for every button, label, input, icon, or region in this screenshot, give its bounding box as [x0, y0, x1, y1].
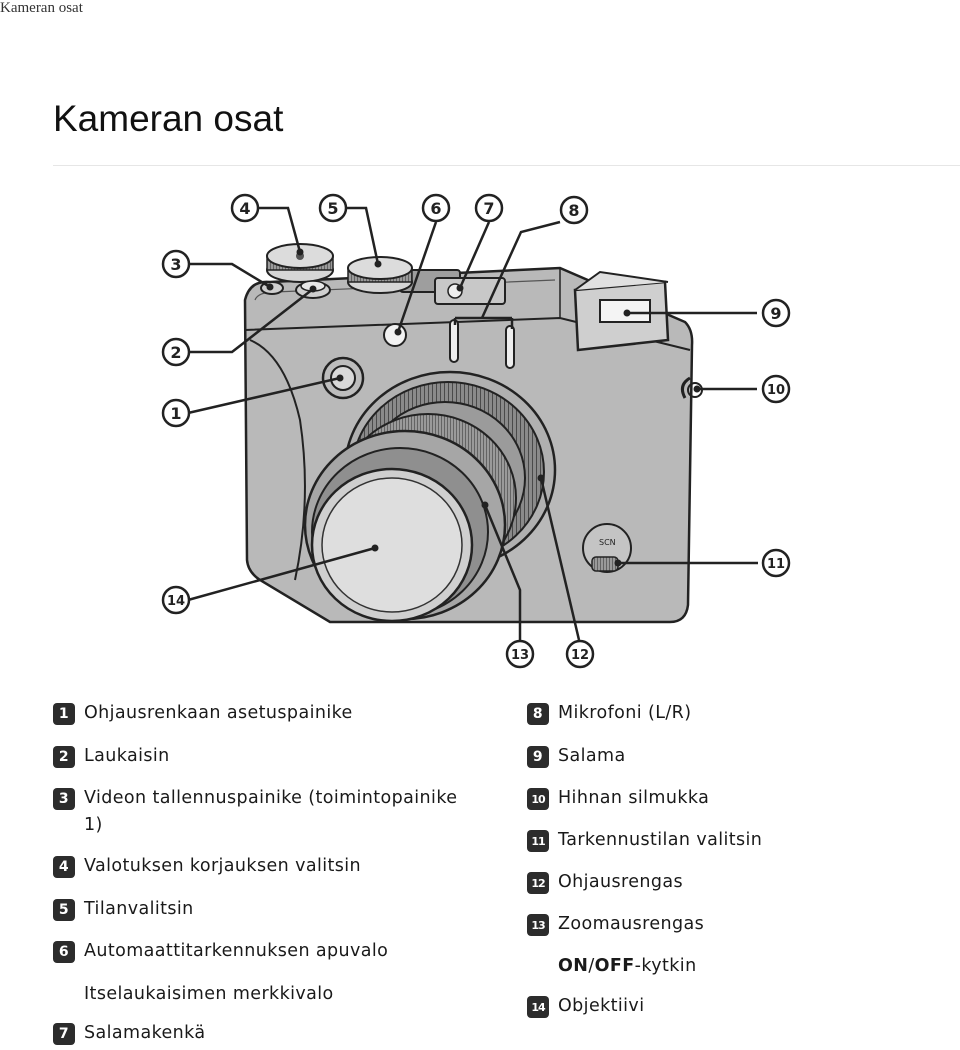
off-text: OFF	[594, 956, 635, 976]
callout-leaders	[187, 206, 758, 641]
top-controls	[260, 243, 515, 400]
pop-up-flash	[573, 270, 670, 352]
page-title: Kameran osat	[53, 98, 284, 139]
svg-text:2: 2	[170, 343, 181, 362]
callout-14: 14	[161, 585, 191, 615]
part-number-badge: 12	[527, 872, 549, 894]
part-number-badge: 1	[53, 703, 75, 725]
svg-text:10: 10	[767, 383, 785, 398]
callout-4: 4	[230, 193, 260, 223]
parts-list-left: 1 Ohjausrenkaan asetuspainike 2 Laukaisi…	[53, 700, 493, 1050]
svg-text:4: 4	[239, 199, 250, 218]
title-divider	[53, 165, 960, 166]
part-label: Automaattitarkennuksen apuvalo	[84, 941, 389, 961]
callout-9: 9	[761, 298, 791, 328]
parts-list-right: 8 Mikrofoni (L/R) 9 Salama 10 Hihnan sil…	[527, 700, 947, 1040]
part-label: Laukaisin	[84, 746, 170, 766]
part-label: Salama	[558, 746, 626, 766]
callout-13: 13	[505, 639, 535, 669]
part-number-badge: 14	[527, 996, 549, 1018]
part-label: Objektiivi	[558, 996, 645, 1016]
svg-text:8: 8	[568, 201, 579, 220]
callout-10: 10	[761, 374, 791, 404]
svg-text:9: 9	[770, 304, 781, 323]
slash-text: /	[588, 956, 595, 976]
part-number-badge: 2	[53, 746, 75, 768]
part-label: Tilanvalitsin	[84, 899, 194, 919]
svg-text:6: 6	[430, 199, 441, 218]
callout-2: 2	[161, 337, 191, 367]
focus-mode-selector: SCN	[582, 523, 632, 573]
mode-dial-label: SCN	[599, 538, 616, 547]
document-tab-title: Kameran osat	[0, 0, 83, 16]
on-text: ON	[558, 956, 589, 976]
part-label: Hihnan silmukka	[558, 788, 710, 808]
svg-text:11: 11	[767, 557, 785, 572]
part-number-badge: 6	[53, 941, 75, 963]
callout-dots	[266, 248, 701, 567]
switch-suffix-text: -kytkin	[634, 956, 697, 976]
svg-text:13: 13	[511, 648, 529, 663]
on-off-switch-label: ON/OFF-kytkin	[558, 953, 697, 980]
callout-1: 1	[161, 398, 191, 428]
callout-3: 3	[161, 249, 191, 279]
lens-assembly	[303, 370, 557, 623]
callout-11: 11	[761, 548, 791, 578]
part-number-badge: 7	[53, 1023, 75, 1045]
part-label: Itselaukaisimen merkkivalo	[84, 984, 334, 1004]
callout-5: 5	[318, 193, 348, 223]
camera-illustration: SCN	[161, 193, 791, 669]
svg-text:7: 7	[483, 199, 494, 218]
part-number-badge: 3	[53, 788, 75, 810]
part-label: Zoomausrengas	[558, 914, 705, 934]
part-number-badge: 8	[527, 703, 549, 725]
callout-12: 12	[565, 639, 595, 669]
part-number-badge: 11	[527, 830, 549, 852]
part-label: Salamakenkä	[84, 1023, 206, 1043]
svg-text:1: 1	[170, 404, 181, 423]
part-label: Mikrofoni (L/R)	[558, 703, 692, 723]
part-label: Videon tallennuspainike (toimintopainike…	[84, 788, 458, 835]
part-label: Valotuksen korjauksen valitsin	[84, 856, 362, 876]
part-label: Ohjausrenkaan asetuspainike	[84, 703, 353, 723]
callout-6: 6	[421, 193, 451, 223]
part-number-badge: 5	[53, 899, 75, 921]
part-number-badge: 10	[527, 788, 549, 810]
part-number-badge: 9	[527, 746, 549, 768]
svg-text:5: 5	[327, 199, 338, 218]
callout-7: 7	[474, 193, 504, 223]
svg-text:14: 14	[167, 594, 185, 609]
part-label: Ohjausrengas	[558, 872, 684, 892]
callout-circles: 1 2 3 4 5 6 7 8	[161, 193, 791, 669]
svg-text:3: 3	[170, 255, 181, 274]
callout-8: 8	[559, 195, 589, 225]
part-number-badge: 13	[527, 914, 549, 936]
part-label: Tarkennustilan valitsin	[558, 830, 763, 850]
svg-text:12: 12	[571, 648, 589, 663]
part-number-badge: 4	[53, 856, 75, 878]
